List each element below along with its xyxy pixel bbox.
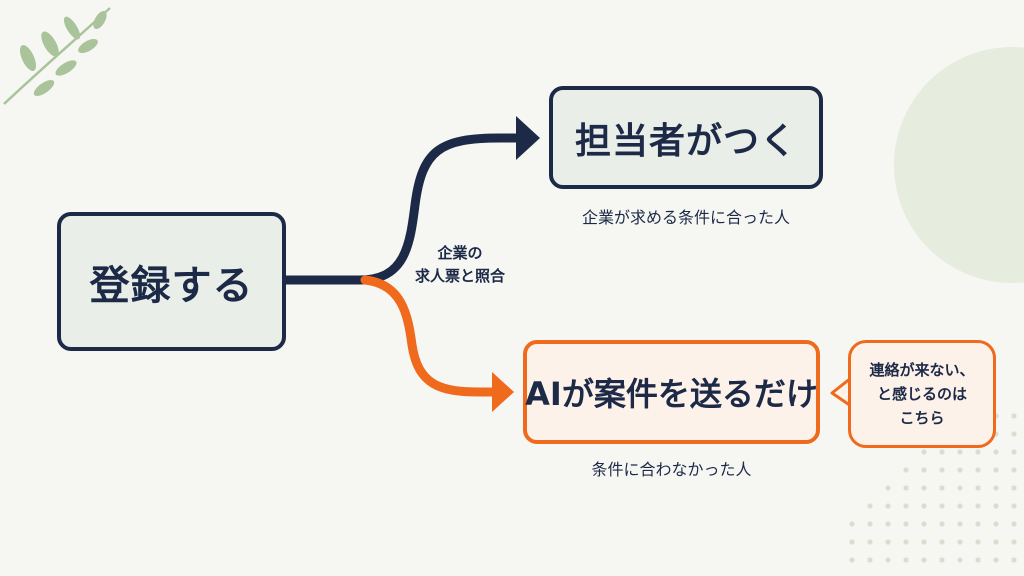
decor-dot: [867, 521, 873, 527]
decor-dot: [921, 539, 927, 545]
callout-bubble: 連絡が来ない、 と感じるのは こちら: [848, 340, 996, 448]
decor-dot: [903, 467, 909, 473]
leaf-branch-icon: [3, 7, 111, 105]
decor-dot: [993, 557, 999, 563]
decor-dot: [903, 539, 909, 545]
decor-dot: [939, 467, 945, 473]
decor-dot: [975, 449, 981, 455]
decor-dot: [957, 467, 963, 473]
top-outcome-node: 担当者がつく: [549, 86, 823, 189]
decor-dot: [921, 449, 927, 455]
decor-dot: [867, 557, 873, 563]
decor-dot: [975, 521, 981, 527]
decor-dot: [903, 503, 909, 509]
decor-dot: [885, 485, 891, 491]
decor-dot: [903, 557, 909, 563]
decor-dot: [1011, 413, 1017, 419]
decor-dot: [921, 521, 927, 527]
decor-dot: [1011, 485, 1017, 491]
decor-dot: [849, 557, 855, 563]
decor-dot: [975, 485, 981, 491]
decor-dot: [939, 449, 945, 455]
decor-dot: [1011, 539, 1017, 545]
bottom-outcome-caption: 条件に合わなかった人: [591, 460, 752, 479]
top-outcome-caption: 企業が求める条件に合った人: [581, 208, 790, 227]
bottom-outcome-node: AIが案件を送るだけ: [523, 340, 820, 444]
callout-line1: 連絡が来ない、: [869, 361, 975, 379]
connector-to-bottom: [360, 275, 499, 397]
decor-dot: [1011, 431, 1017, 437]
callout-line3: こちら: [899, 409, 945, 427]
decor-dot: [921, 557, 927, 563]
decor-dot: [939, 503, 945, 509]
decor-dot: [975, 467, 981, 473]
decor-dot: [975, 557, 981, 563]
decor-dot: [885, 539, 891, 545]
decor-dot: [885, 503, 891, 509]
arrowhead-bottom: [492, 372, 514, 412]
decor-dot: [867, 539, 873, 545]
arrowhead-top: [516, 116, 540, 160]
branch-label-line2: 求人票と照合: [414, 267, 505, 285]
decor-dot: [993, 467, 999, 473]
start-node: 登録する: [57, 212, 286, 351]
decor-dot: [975, 539, 981, 545]
decor-dot: [921, 467, 927, 473]
decor-dot: [993, 539, 999, 545]
decor-dot: [957, 485, 963, 491]
decor-dot: [1011, 467, 1017, 473]
decor-dot: [1011, 503, 1017, 509]
decor-dot: [957, 557, 963, 563]
decor-dot: [939, 557, 945, 563]
callout-line2: と感じるのは: [876, 385, 967, 403]
decor-dot: [921, 485, 927, 491]
decor-dot: [957, 449, 963, 455]
decor-dot: [849, 521, 855, 527]
decor-dot: [921, 503, 927, 509]
decor-dot: [885, 557, 891, 563]
decor-dot: [957, 503, 963, 509]
decor-dot: [993, 521, 999, 527]
bottom-outcome-label: AIが案件を送るだけ: [525, 375, 818, 413]
decor-dot: [1011, 449, 1017, 455]
decor-dot: [993, 485, 999, 491]
decor-dot: [903, 521, 909, 527]
decor-dot: [885, 521, 891, 527]
decor-dot: [1011, 521, 1017, 527]
decor-dot: [903, 485, 909, 491]
decor-dot: [849, 539, 855, 545]
decor-dot: [993, 503, 999, 509]
decor-dot: [957, 521, 963, 527]
decor-circle: [894, 47, 1024, 283]
decor-dot: [939, 485, 945, 491]
decor-dot: [939, 539, 945, 545]
decor-dot: [1011, 557, 1017, 563]
decor-dot: [939, 521, 945, 527]
decor-dot: [993, 449, 999, 455]
branch-label-line1: 企業の: [437, 244, 483, 262]
branch-label: 企業の 求人票と照合: [400, 242, 520, 288]
decor-dot: [957, 539, 963, 545]
start-node-label: 登録する: [89, 262, 254, 309]
top-outcome-label: 担当者がつく: [574, 120, 797, 162]
connector-to-top: [281, 133, 523, 285]
decor-dot: [867, 503, 873, 509]
decor-dot: [975, 503, 981, 509]
